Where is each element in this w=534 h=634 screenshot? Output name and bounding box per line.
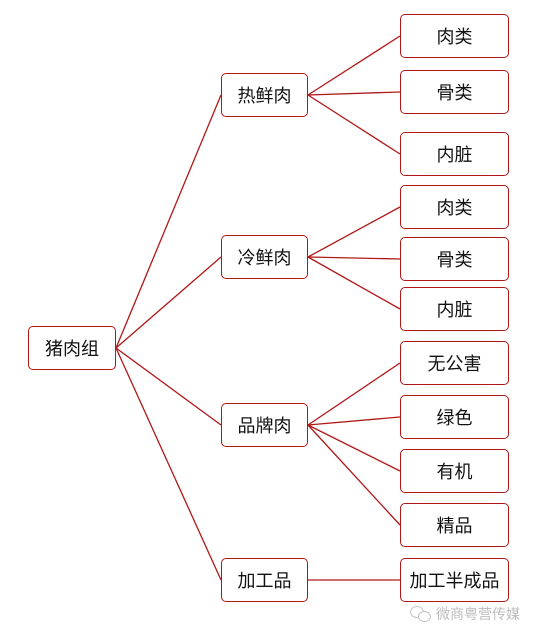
- category-node-品牌肉: 品牌肉: [221, 403, 308, 447]
- leaf-node: 无公害: [400, 341, 509, 385]
- edge-cat2-leaf2: [307, 424, 401, 472]
- category-node-热鲜肉: 热鲜肉: [221, 73, 308, 117]
- edge-cat1-leaf2: [307, 256, 401, 310]
- edge-root-cat3: [115, 347, 222, 581]
- wechat-icon: [410, 605, 432, 623]
- leaf-node: 骨类: [400, 70, 509, 114]
- leaf-node: 精品: [400, 503, 509, 547]
- edge-cat1-leaf1: [307, 256, 401, 260]
- edge-cat0-leaf0: [307, 35, 401, 96]
- edge-cat0-leaf2: [307, 94, 401, 155]
- leaf-node: 绿色: [400, 395, 509, 439]
- category-node-冷鲜肉: 冷鲜肉: [221, 235, 308, 279]
- root-node: 猪肉组: [28, 326, 116, 370]
- leaf-node: 加工半成品: [400, 558, 509, 602]
- leaf-node: 肉类: [400, 14, 509, 58]
- leaf-node: 内脏: [400, 287, 509, 331]
- leaf-node: 有机: [400, 449, 509, 493]
- edge-cat2-leaf3: [307, 424, 401, 526]
- edge-cat2-leaf1: [307, 416, 401, 426]
- leaf-node: 骨类: [400, 237, 509, 281]
- edge-cat2-leaf0: [307, 362, 401, 426]
- category-node-加工品: 加工品: [221, 558, 308, 602]
- leaf-node: 肉类: [400, 185, 509, 229]
- leaf-node: 内脏: [400, 132, 509, 176]
- edge-root-cat0: [115, 94, 222, 349]
- edge-root-cat2: [115, 347, 222, 426]
- watermark: 微商粤营传媒: [410, 604, 520, 624]
- edge-root-cat1: [115, 256, 222, 349]
- watermark-text: 微商粤营传媒: [436, 607, 520, 623]
- edge-cat1-leaf0: [307, 206, 401, 258]
- edge-cat0-leaf1: [307, 91, 401, 96]
